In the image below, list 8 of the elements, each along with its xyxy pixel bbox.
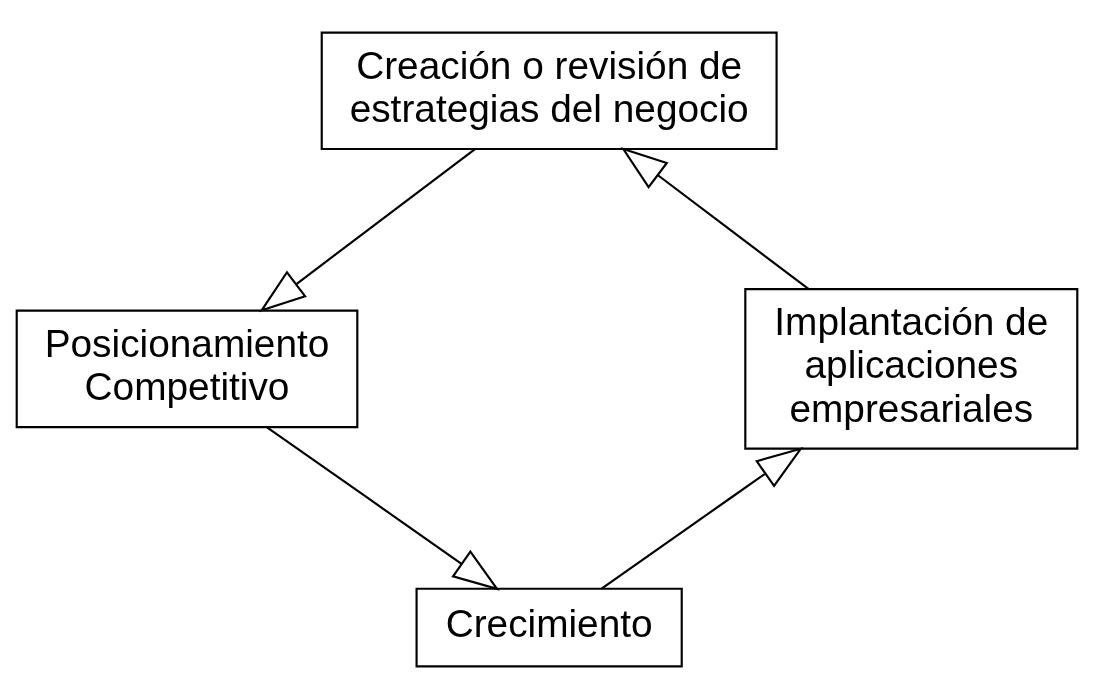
arrow bbox=[259, 147, 476, 312]
node-box: Crecimiento bbox=[415, 587, 683, 667]
arrow bbox=[601, 446, 804, 589]
arrow bbox=[266, 426, 500, 591]
node-box: Creación o revisión de estrategias del negocio bbox=[320, 31, 778, 150]
node-box: Posicionamiento Competitivo bbox=[15, 309, 359, 428]
arrow bbox=[620, 146, 810, 290]
node-box: Implantación de aplicaciones empresariales bbox=[744, 287, 1079, 450]
